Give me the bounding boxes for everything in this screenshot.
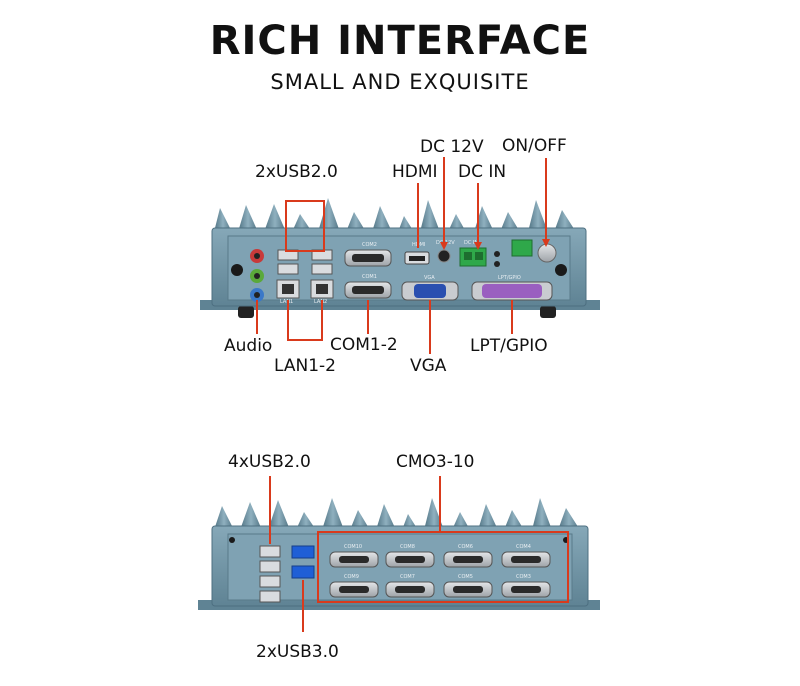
silk-com6: COM6: [458, 544, 473, 550]
top-foot-left: [238, 306, 254, 318]
vga-port: [414, 284, 446, 298]
label-com1-2: COM1-2: [330, 335, 398, 355]
lan-ports: [276, 279, 334, 299]
com-socket-com4: [511, 556, 541, 563]
top-heatsink-fins: [214, 198, 576, 232]
power-button: [537, 243, 557, 263]
label-audio: Audio: [224, 336, 273, 356]
silk-com8: COM8: [400, 544, 415, 550]
silk-com7: COM7: [400, 574, 415, 580]
hdmi-socket: [409, 256, 425, 261]
label-dcin: DC IN: [458, 162, 507, 182]
top-screw-right: [555, 264, 567, 276]
top-foot-right: [540, 306, 556, 318]
dcin-arrow: [474, 242, 482, 250]
page-title: RICH INTERFACE: [209, 18, 591, 64]
audio-jacks: [250, 249, 264, 302]
silk-com4: COM4: [516, 544, 531, 550]
label-onoff: ON/OFF: [502, 136, 567, 156]
usb-callout-box: [285, 200, 325, 252]
top-screw-left: [231, 264, 243, 276]
silk-com5: COM5: [458, 574, 473, 580]
dc-12v-jack: [437, 249, 451, 263]
com-socket-com6: [453, 556, 483, 563]
label-lpt-gpio: LPT/GPIO: [470, 336, 548, 356]
bottom-heatsink-fins: [214, 498, 580, 530]
led-b: [494, 261, 500, 267]
dc12-arrow: [440, 242, 448, 250]
label-cmo3-10: CMO3-10: [396, 452, 475, 472]
silk-vga: VGA: [424, 275, 435, 281]
silk-com3: COM3: [516, 574, 531, 580]
top-device: COM2 COM1 HDMI DC 12V DC IN VGA LPT/GPIO…: [200, 157, 600, 354]
dc-in-screw-a: [464, 252, 472, 260]
com-socket-com7: [395, 586, 425, 593]
bottom-callouts: [269, 476, 569, 632]
silk-com9: COM9: [344, 574, 359, 580]
label-2xusb3: 2xUSB3.0: [256, 642, 339, 662]
silk-com1: COM1: [362, 274, 377, 280]
gpio-terminal: [511, 239, 533, 257]
lpt-port: [482, 284, 542, 298]
label-2xusb2: 2xUSB2.0: [255, 162, 338, 182]
usb3-ports-2x: [291, 545, 315, 579]
page-subtitle: SMALL AND EXQUISITE: [270, 70, 530, 94]
onoff-arrow: [542, 239, 550, 247]
label-dc12v: DC 12V: [420, 137, 484, 157]
label-lan1-2: LAN1-2: [274, 356, 336, 376]
top-callouts: [256, 157, 547, 354]
com-socket-com10: [339, 556, 369, 563]
dc-in-screw-b: [475, 252, 483, 260]
label-hdmi: HDMI: [392, 162, 438, 182]
label-vga: VGA: [410, 356, 447, 376]
com-socket-com3: [511, 586, 541, 593]
silk-com2: COM2: [362, 242, 377, 248]
cmo-callout-box: [317, 531, 569, 603]
top-com-ports: [344, 249, 392, 299]
bottom-screw-left: [229, 537, 235, 543]
com-socket-com5: [453, 586, 483, 593]
com-socket-com9: [339, 586, 369, 593]
silk-com10: COM10: [344, 544, 362, 550]
usb2-ports-4x: [259, 545, 281, 603]
label-4xusb2: 4xUSB2.0: [228, 452, 311, 472]
silk-dcin: DC IN: [464, 240, 478, 246]
silk-lpt: LPT/GPIO: [498, 275, 521, 281]
silk-lan1: LAN1: [280, 299, 293, 305]
led-a: [494, 251, 500, 257]
lan-callout-bracket: [287, 300, 323, 341]
com-socket-com8: [395, 556, 425, 563]
silk-lan2: LAN2: [314, 299, 327, 305]
